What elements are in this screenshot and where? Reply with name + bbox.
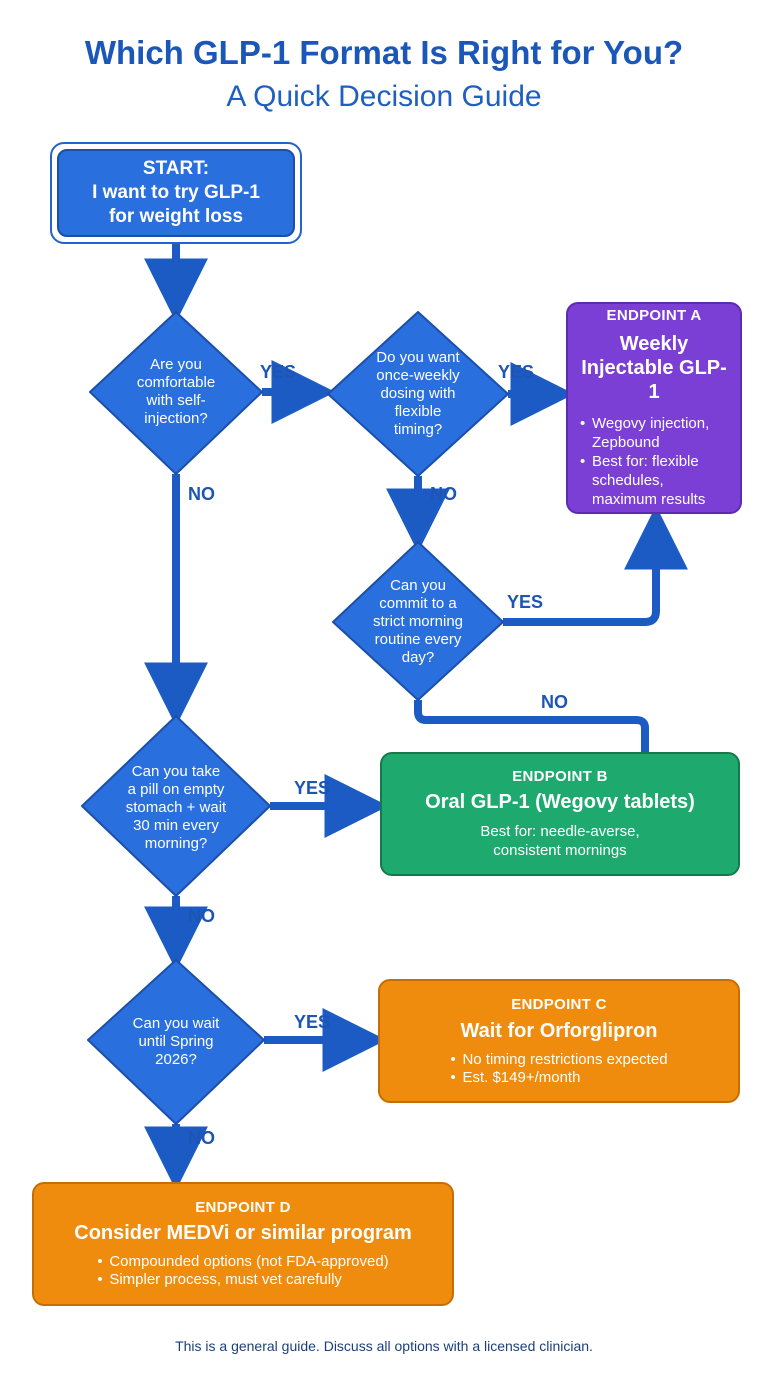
start-text-line: I want to try GLP-1 xyxy=(92,182,260,203)
endpoint-a-bullet: Best for: flexible schedules, maximum re… xyxy=(580,452,728,509)
question-line: until Spring xyxy=(138,1033,214,1050)
endpoint-b-box: ENDPOINT B Oral GLP-1 (Wegovy tablets) B… xyxy=(380,752,740,876)
start-box: START: I want to try GLP-1 for weight lo… xyxy=(57,149,295,237)
decision-diamond-q2 xyxy=(327,311,509,477)
endpoint-b-description: Best for: needle-averse, consistent morn… xyxy=(480,822,639,860)
line-q3-no xyxy=(414,700,649,752)
endpoint-a-box: ENDPOINT A Weekly Injectable GLP-1 Wegov… xyxy=(566,302,742,514)
question-line: Can you take xyxy=(131,763,221,780)
label-q3-no: NO xyxy=(541,692,568,712)
question-line: commit to a xyxy=(379,595,457,612)
question-line: routine every xyxy=(374,631,462,648)
question-q2: Do you want once-weekly dosing with flex… xyxy=(352,340,484,448)
endpoint-c-label: ENDPOINT C xyxy=(511,995,607,1013)
question-line: stomach + wait xyxy=(125,799,227,816)
endpoint-a-title-line: Injectable GLP-1 xyxy=(581,357,727,403)
question-line: dosing with xyxy=(380,385,456,402)
question-line: morning? xyxy=(144,835,208,852)
label-q1-no: NO xyxy=(188,484,215,504)
decision-diamond-q3 xyxy=(332,541,504,701)
endpoint-a-title: Weekly Injectable GLP-1 xyxy=(580,332,728,404)
question-line: 30 min every xyxy=(133,817,219,834)
label-q5-no: NO xyxy=(188,1128,215,1148)
question-q5: Can you wait until Spring 2026? xyxy=(116,1010,236,1074)
decision-diamond-q5 xyxy=(87,959,265,1125)
question-line: 2026? xyxy=(155,1051,197,1068)
label-q4-yes: YES xyxy=(294,778,331,798)
question-line: comfortable xyxy=(136,374,216,391)
question-line: Can you xyxy=(390,577,446,594)
question-line: Do you want xyxy=(376,349,460,366)
endpoint-c-title: Wait for Orforglipron xyxy=(460,1019,658,1042)
endpoint-c-box: ENDPOINT C Wait for Orforglipron No timi… xyxy=(378,979,740,1103)
endpoint-b-description-line: Best for: needle-averse, xyxy=(480,823,640,840)
question-q1: Are you comfortable with self- injection… xyxy=(116,342,236,442)
endpoint-a-bullet: Wegovy injection, Zepbound xyxy=(580,414,728,452)
question-line: strict morning xyxy=(372,613,464,630)
endpoint-a-title-line: Weekly xyxy=(619,333,689,355)
endpoint-a-label: ENDPOINT A xyxy=(606,307,702,324)
endpoint-c-bullet: Est. $149+/month xyxy=(450,1069,667,1087)
decision-diamond-q4 xyxy=(81,715,271,897)
question-line: injection? xyxy=(144,410,208,427)
label-q2-no: NO xyxy=(430,484,457,504)
endpoint-d-title: Consider MEDVi or similar program xyxy=(74,1222,412,1244)
question-q3: Can you commit to a strict morning routi… xyxy=(352,570,484,674)
label-q5-yes: YES xyxy=(294,1012,331,1032)
arrow-q3-yes xyxy=(503,505,688,626)
question-line: day? xyxy=(401,649,435,666)
endpoint-b-label: ENDPOINT B xyxy=(512,768,608,785)
endpoint-d-bullet: Simpler process, must vet carefully xyxy=(97,1271,388,1289)
start-label: START: xyxy=(142,158,210,179)
endpoint-b-description-line: consistent mornings xyxy=(493,842,627,859)
endpoint-d-bullet: Compounded options (not FDA-approved) xyxy=(97,1253,388,1271)
question-line: Can you wait xyxy=(132,1015,220,1032)
page-subtitle: A Quick Decision Guide xyxy=(226,80,542,113)
endpoint-a-bullets: Wegovy injection, Zepbound Best for: fle… xyxy=(580,414,728,509)
start-text-line: for weight loss xyxy=(108,206,244,227)
endpoint-b-title: Oral GLP-1 (Wegovy tablets) xyxy=(425,791,695,813)
question-line: flexible xyxy=(394,403,442,420)
question-line: a pill on empty xyxy=(127,781,225,798)
question-line: timing? xyxy=(393,421,443,438)
endpoint-d-bullets: Compounded options (not FDA-approved) Si… xyxy=(97,1253,388,1289)
label-q2-yes: YES xyxy=(498,362,535,382)
question-line: once-weekly xyxy=(376,367,460,384)
label-q4-no: NO xyxy=(188,906,215,926)
label-q1-yes: YES xyxy=(260,362,297,382)
endpoint-d-box: ENDPOINT D Consider MEDVi or similar pro… xyxy=(32,1182,454,1306)
question-q4: Can you take a pill on empty stomach + w… xyxy=(106,756,246,860)
label-q3-yes: YES xyxy=(507,592,544,612)
question-line: with self- xyxy=(146,392,206,409)
decision-diamond-q1 xyxy=(89,311,263,475)
footer-note: This is a general guide. Discuss all opt… xyxy=(175,1338,593,1354)
endpoint-c-bullet: No timing restrictions expected xyxy=(450,1051,667,1069)
endpoint-d-label: ENDPOINT D xyxy=(195,1199,291,1216)
endpoint-c-bullets: No timing restrictions expected Est. $14… xyxy=(450,1051,667,1087)
question-line: Are you xyxy=(150,356,202,373)
page-title: Which GLP-1 Format Is Right for You? xyxy=(84,34,684,71)
